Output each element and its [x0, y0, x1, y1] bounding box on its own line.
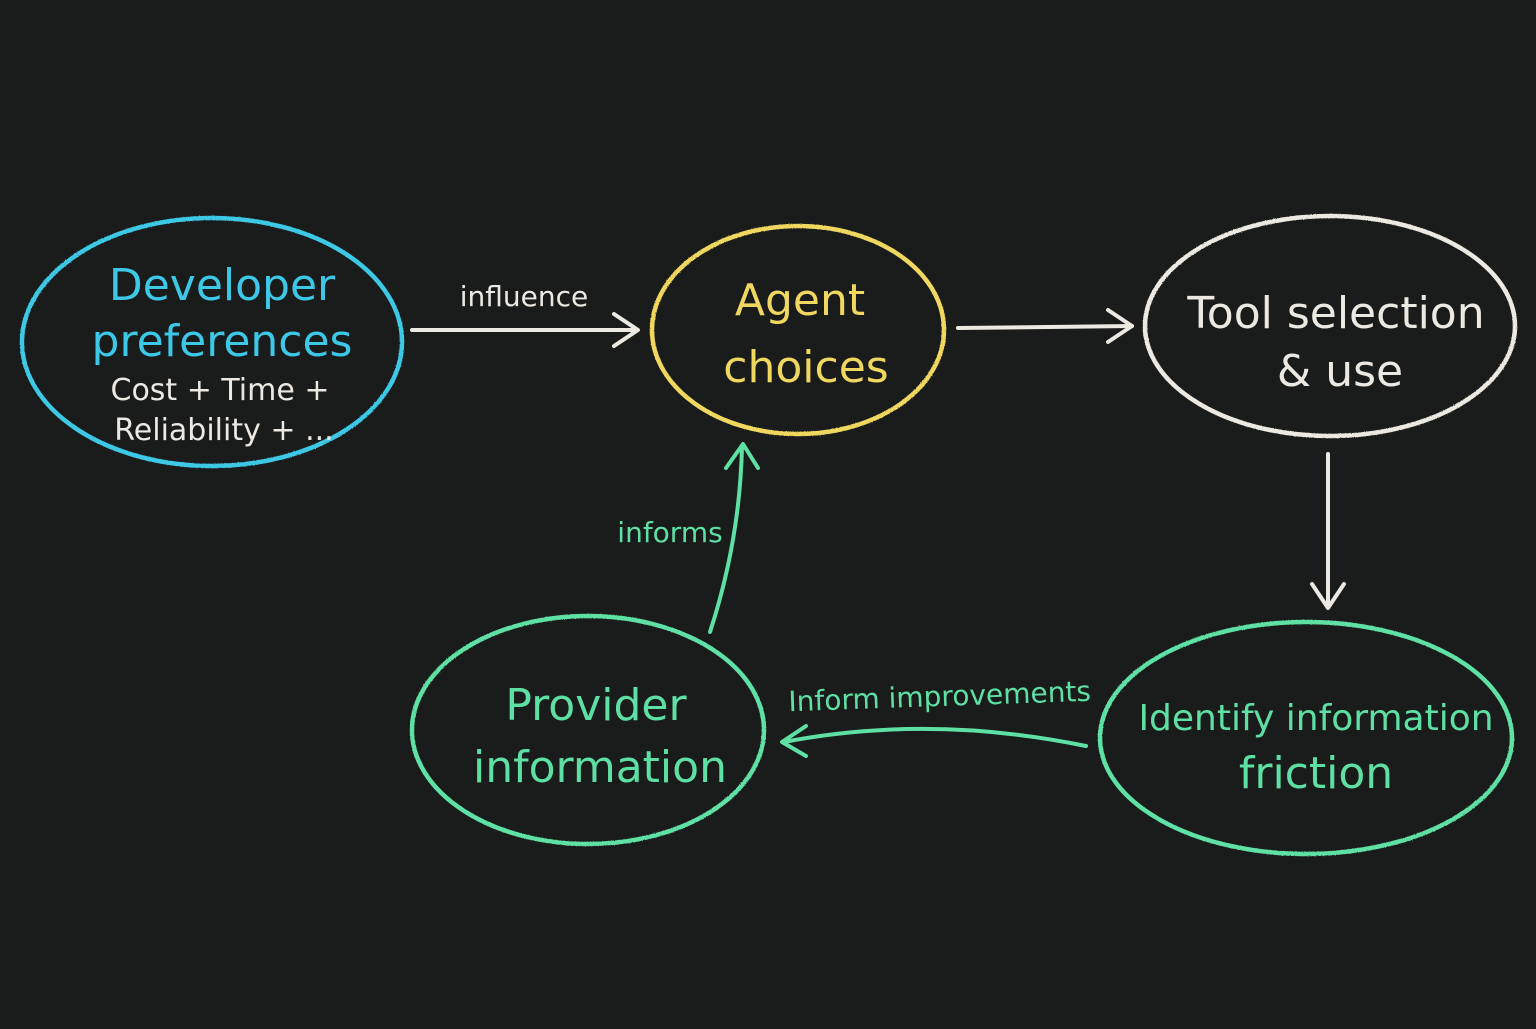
node-developer-title-line1: Developer: [109, 260, 336, 311]
edge-tool-to-friction-arrowhead: [1310, 582, 1346, 610]
node-agent-ellipse: [649, 223, 947, 437]
node-provider-ellipse: [409, 613, 767, 847]
node-provider-information: Provider information: [409, 613, 767, 847]
node-friction-title-line1: Identify information: [1138, 698, 1493, 739]
node-provider-title-line1: Provider: [505, 680, 687, 731]
node-tool-ellipse: [1142, 213, 1518, 439]
edge-agent-to-tool-line: [956, 324, 1134, 330]
edge-influence-label: influence: [460, 280, 589, 313]
node-developer-ellipse: [19, 215, 405, 469]
node-friction-ellipse: [1097, 619, 1515, 857]
edge-inform-improvements: Inform improvements: [780, 675, 1092, 758]
edge-inform-improvements-label: Inform improvements: [788, 675, 1092, 719]
node-developer-sub-line1: Cost + Time +: [111, 373, 330, 408]
node-agent-title-line2: choices: [723, 342, 888, 393]
edge-agent-to-tool-arrowhead: [1106, 308, 1134, 344]
node-tool-selection: Tool selection & use: [1142, 213, 1518, 439]
edge-inform-improvements-arrowhead: [780, 724, 808, 758]
edge-tool-to-friction: [1310, 452, 1346, 610]
node-developer-preferences: Developer preferences Cost + Time + Reli…: [19, 215, 405, 469]
node-developer-sub-line2: Reliability + ...: [114, 413, 333, 448]
node-agent-title-line1: Agent: [735, 275, 865, 326]
edge-agent-to-tool: [956, 308, 1134, 344]
edge-informs-arrowhead: [724, 442, 760, 470]
node-provider-title-line2: information: [473, 742, 727, 793]
edge-influence-arrowhead: [612, 312, 640, 348]
edge-informs-label: informs: [617, 516, 722, 549]
node-identify-friction: Identify information friction: [1097, 619, 1515, 857]
node-friction-title-line2: friction: [1239, 748, 1393, 799]
edge-inform-improvements-line: [782, 726, 1088, 748]
edge-informs-line: [708, 444, 744, 634]
node-tool-title-line2: & use: [1277, 346, 1403, 397]
node-tool-title-line1: Tool selection: [1186, 288, 1484, 339]
node-developer-title-line2: preferences: [92, 316, 353, 367]
edge-informs: informs: [617, 442, 760, 634]
edge-influence: influence: [410, 280, 640, 348]
node-agent-choices: Agent choices: [649, 223, 947, 437]
